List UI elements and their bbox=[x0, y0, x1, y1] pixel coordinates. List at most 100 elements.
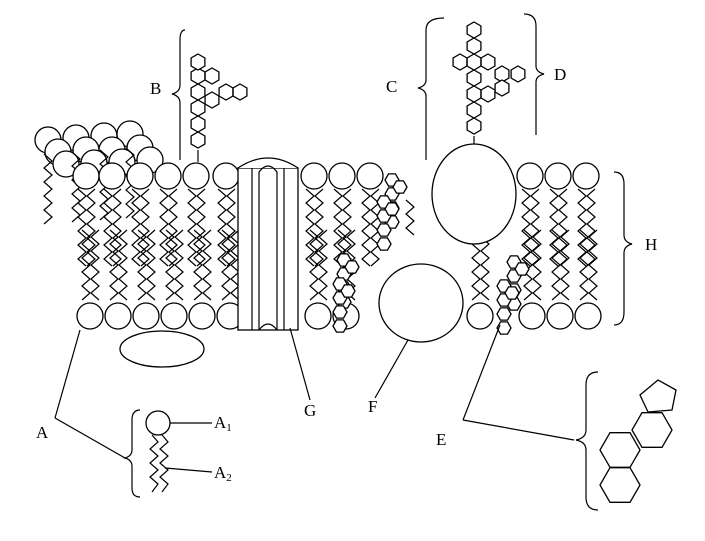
sugar-ring bbox=[466, 117, 482, 135]
phospholipid-head bbox=[544, 162, 572, 190]
cholesterol-ring bbox=[344, 260, 360, 274]
sugar-ring bbox=[494, 79, 510, 97]
cholesterol-ring bbox=[340, 284, 356, 298]
sugar-ring bbox=[190, 83, 206, 101]
glycoprotein-chain bbox=[452, 21, 526, 144]
phospholipid-head bbox=[546, 302, 574, 330]
sugar-ring bbox=[466, 37, 482, 55]
phospholipid-head bbox=[72, 162, 100, 190]
sugar-ring bbox=[204, 67, 220, 85]
pointer-lines bbox=[54, 13, 633, 511]
sugar-ring bbox=[232, 83, 248, 101]
embedded-protein-circle bbox=[378, 263, 464, 343]
upper-phospholipid-layer bbox=[72, 162, 600, 267]
label-A: A bbox=[36, 423, 49, 442]
fatty-acid-tail bbox=[230, 229, 240, 301]
label-A1: A1 bbox=[214, 413, 232, 434]
fatty-acid-tail bbox=[174, 229, 184, 301]
fatty-acid-tail bbox=[140, 188, 150, 267]
cholesterol-ring bbox=[514, 262, 530, 276]
fatty-acid-tail bbox=[86, 188, 96, 267]
back-phospholipid-heads bbox=[34, 120, 164, 178]
cholesterol-ring bbox=[392, 180, 408, 194]
fatty-acid-tail bbox=[361, 188, 371, 267]
fatty-acid-tail bbox=[532, 229, 542, 301]
steroid-ring-d bbox=[639, 379, 677, 413]
sugar-ring bbox=[190, 131, 206, 149]
cholesterol-ring bbox=[384, 202, 400, 216]
steroid-ring-b bbox=[599, 432, 641, 468]
cholesterol-ring bbox=[332, 305, 348, 319]
phospholipid-head bbox=[574, 302, 602, 330]
phospholipid-head bbox=[132, 302, 160, 330]
label-F: F bbox=[368, 397, 377, 416]
fatty-acid-tail bbox=[202, 229, 212, 301]
sugar-ring bbox=[466, 69, 482, 87]
cholesterol-ring bbox=[376, 223, 392, 237]
fatty-acid-tail bbox=[112, 188, 122, 267]
peripheral-protein bbox=[119, 330, 205, 368]
fatty-acid-tail bbox=[196, 188, 206, 267]
phospholipid-head bbox=[76, 302, 104, 330]
fatty-acid-tail bbox=[305, 188, 315, 267]
label-A2: A2 bbox=[214, 463, 232, 484]
fatty-acid-tail bbox=[118, 229, 128, 301]
fatty-acid-tail bbox=[226, 188, 236, 267]
fatty-acid-tail bbox=[221, 229, 231, 301]
fatty-acid-tail bbox=[131, 188, 141, 267]
fatty-acid-tail bbox=[217, 188, 227, 267]
label-D: D bbox=[554, 65, 566, 84]
fatty-acid-tail bbox=[314, 188, 324, 267]
phospholipid-head bbox=[356, 162, 384, 190]
phospholipid-head bbox=[52, 150, 80, 178]
fatty-acid-tail bbox=[103, 188, 113, 267]
fatty-acid-tail bbox=[579, 229, 589, 301]
fatty-acid-tail bbox=[523, 229, 533, 301]
phospholipid-head bbox=[300, 162, 328, 190]
fatty-acid-tail bbox=[109, 229, 119, 301]
fatty-acid-tail bbox=[187, 188, 197, 267]
label-G: G bbox=[304, 401, 316, 420]
sugar-ring bbox=[452, 53, 468, 71]
fatty-acid-tail bbox=[551, 229, 561, 301]
phospholipid-head bbox=[328, 162, 356, 190]
fatty-acid-tail bbox=[588, 229, 598, 301]
sugar-ring bbox=[190, 115, 206, 133]
phospholipid-head bbox=[154, 162, 182, 190]
glycolipid-chain bbox=[190, 53, 248, 162]
phospholipid-head bbox=[98, 162, 126, 190]
phospholipid-head bbox=[572, 162, 600, 190]
fatty-acid-tail bbox=[146, 229, 156, 301]
sugar-ring bbox=[466, 53, 482, 71]
phospholipid-head bbox=[518, 302, 546, 330]
sugar-ring bbox=[510, 65, 526, 83]
phospholipid-head bbox=[182, 162, 210, 190]
fatty-acid-tail bbox=[193, 229, 203, 301]
sugar-ring bbox=[190, 99, 206, 117]
fatty-acid-tail bbox=[137, 229, 147, 301]
fatty-acid-tail bbox=[333, 188, 343, 267]
phospholipid-head bbox=[516, 162, 544, 190]
phospholipid-head bbox=[104, 302, 132, 330]
fatty-acid-tail bbox=[168, 188, 178, 267]
steroid-structure bbox=[599, 379, 677, 503]
label-E: E bbox=[436, 430, 446, 449]
sugar-ring bbox=[466, 101, 482, 119]
sugar-ring bbox=[480, 53, 496, 71]
fatty-acid-tail bbox=[165, 229, 175, 301]
steroid-ring-a bbox=[599, 467, 641, 503]
cholesterol-molecules bbox=[332, 173, 530, 335]
fatty-acid-tail bbox=[309, 229, 319, 301]
cholesterol-ring bbox=[504, 286, 520, 300]
phospholipid-head bbox=[126, 162, 154, 190]
cholesterol-ring bbox=[376, 237, 392, 251]
label-H: H bbox=[645, 235, 657, 254]
phospholipid-head bbox=[188, 302, 216, 330]
sugar-ring bbox=[218, 83, 234, 101]
phospholipid-legend bbox=[145, 410, 171, 493]
steroid-ring-c bbox=[631, 412, 673, 448]
fatty-acid-tail bbox=[558, 188, 568, 267]
sugar-ring bbox=[466, 85, 482, 103]
